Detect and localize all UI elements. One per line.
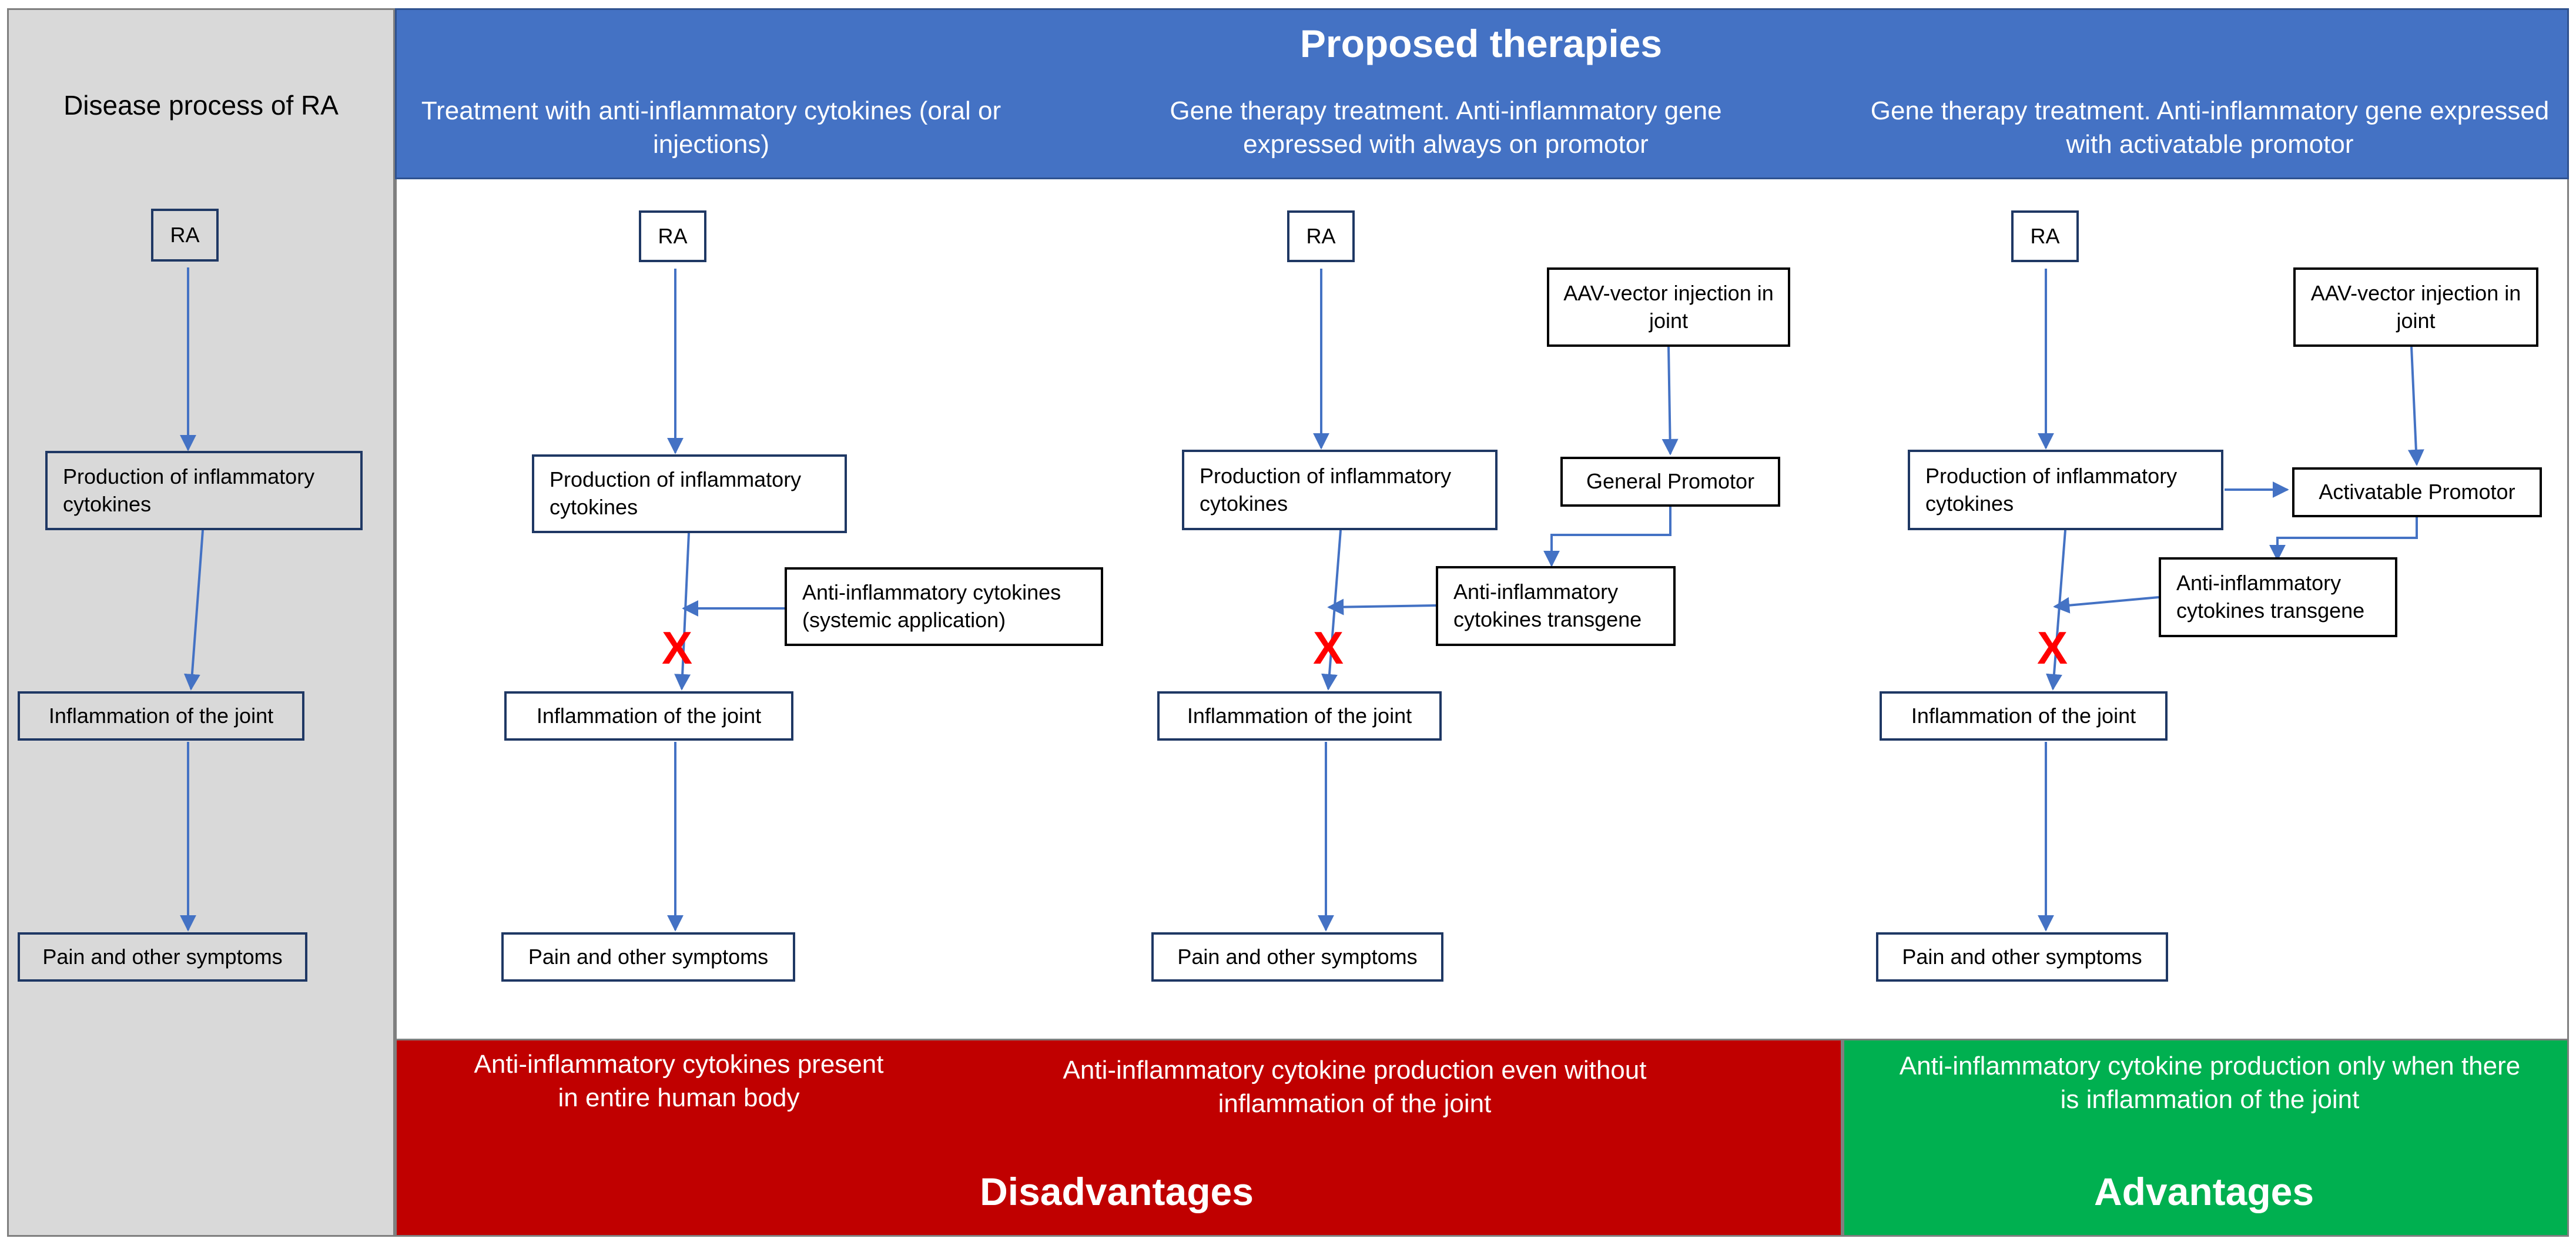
c2-box-promotor: General Promotor — [1560, 457, 1780, 507]
c3-box-pain: Pain and other symptoms — [1876, 932, 2168, 982]
header-col1-label: Treatment with anti-inflammatory cytokin… — [421, 96, 1001, 159]
left-box-pain: Pain and other symptoms — [18, 932, 307, 982]
arrow-c2-transgene-to-block — [1327, 598, 1436, 615]
left-box-production: Production of inflammatory cytokines — [45, 451, 363, 530]
proposed-therapies-header — [395, 8, 2569, 179]
c3-box-promotor: Activatable Promotor — [2292, 467, 2542, 517]
left-panel-title: Disease process of RA — [63, 90, 339, 121]
header-col2-label: Gene therapy treatment. Anti-inflammator… — [1170, 96, 1722, 159]
c1-box-inflammation: Inflammation of the joint — [504, 691, 793, 741]
c3-box-ra: RA — [2011, 210, 2079, 262]
c3-box-inflammation: Inflammation of the joint — [1880, 691, 2168, 741]
arrow-c2-promotor-to-transgene — [1543, 507, 1671, 567]
arrow-c3-aav-to-promotor — [2407, 346, 2424, 466]
c3-box-production: Production of inflammatory cytokines — [1908, 450, 2223, 530]
advantage-text-activatable: Anti-inflammatory cytokine production on… — [1899, 1052, 2521, 1115]
c3-block-mark: X — [2037, 622, 2068, 674]
disadvantage-text-systemic: Anti-inflammatory cytokines present in e… — [474, 1050, 884, 1113]
c2-box-pain: Pain and other symptoms — [1151, 932, 1443, 982]
c2-box-aav: AAV-vector injection in joint — [1547, 267, 1790, 347]
c2-block-mark: X — [1313, 622, 1344, 674]
left-box-inflammation: Inflammation of the joint — [18, 691, 304, 741]
c2-box-production: Production of inflammatory cytokines — [1182, 450, 1498, 530]
disadvantage-text-always-on: Anti-inflammatory cytokine production ev… — [1063, 1056, 1647, 1119]
c1-box-pain: Pain and other symptoms — [501, 932, 795, 982]
left-box-ra: RA — [151, 209, 219, 262]
arrow-c2-aav-to-promotor — [1661, 346, 1679, 456]
header-title: Proposed therapies — [1299, 22, 1663, 65]
arrow-left-production-to-inflammation — [183, 530, 204, 691]
advantages-band — [1843, 1039, 2569, 1237]
c1-box-ra: RA — [639, 210, 706, 262]
c1-box-production: Production of inflammatory cytokines — [532, 454, 847, 533]
c3-box-transgene: Anti-inflammatory cytokines transgene — [2159, 557, 2397, 637]
arrow-c3-promotor-to-transgene — [2269, 517, 2418, 561]
c1-box-anti-inflammatory: Anti-inflammatory cytokines (systemic ap… — [785, 567, 1103, 646]
disadvantages-title: Disadvantages — [980, 1170, 1254, 1213]
c1-block-mark: X — [662, 622, 693, 674]
c2-box-transgene: Anti-inflammatory cytokines transgene — [1436, 566, 1676, 646]
header-col3-label: Gene therapy treatment. Anti-inflammator… — [1870, 96, 2550, 159]
c3-box-aav: AAV-vector injection in joint — [2293, 267, 2538, 347]
c2-box-inflammation: Inflammation of the joint — [1157, 691, 1442, 741]
c2-box-ra: RA — [1287, 210, 1355, 262]
disadvantages-band — [395, 1039, 1843, 1237]
arrow-c3-transgene-to-block — [2053, 596, 2159, 614]
advantages-title: Advantages — [2093, 1170, 2314, 1213]
